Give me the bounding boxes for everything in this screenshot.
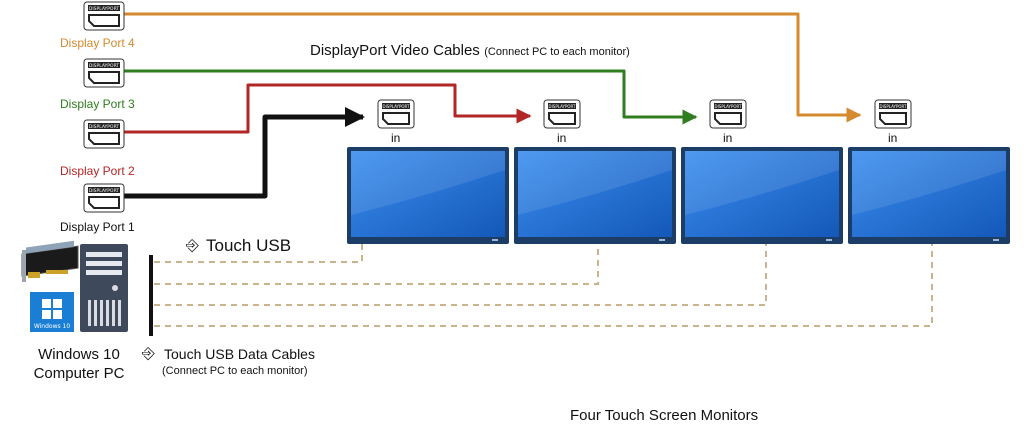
monitor-3-in-label: in: [723, 131, 733, 145]
connector-logo-text: DISPLAYPORT: [89, 63, 120, 69]
monitor-3-input-connector: DISPLAYPORT: [709, 99, 747, 129]
monitor-1-in-label: in: [391, 131, 401, 145]
displayport-connector-1: DISPLAYPORT: [83, 183, 125, 213]
usb-icon: ⎆: [186, 237, 199, 254]
video-cables-title-sub: (Connect PC to each monitor): [484, 46, 630, 58]
pc-label: Windows 10 Computer PC: [24, 345, 134, 383]
video-cable-port-1: [124, 107, 365, 199]
displayport-connector-2: DISPLAYPORT: [83, 119, 125, 149]
pc-label-line-2: Computer PC: [33, 365, 125, 382]
usb-cable-1: [154, 244, 363, 263]
connector-logo-text: DISPLAYPORT: [89, 188, 120, 194]
monitor-input-connectors: DISPLAYPORT DISPLAYPORT DISPLAYPORT DISP…: [377, 99, 912, 129]
monitor-4: [848, 147, 1010, 244]
usb-cable-2: [154, 244, 599, 285]
connector-logo-text: DISPLAYPORT: [880, 104, 907, 109]
monitor-4-in-label: in: [888, 131, 898, 145]
connector-logo-text: DISPLAYPORT: [89, 6, 120, 12]
pc-label-line-1: Windows 10: [38, 346, 120, 363]
video-cables-title-main: DisplayPort Video Cables: [310, 42, 480, 59]
connector-logo-text: DISPLAYPORT: [549, 104, 576, 109]
video-cable-port-4: [124, 12, 862, 123]
video-cables: [124, 12, 862, 199]
connector-logo-text: DISPLAYPORT: [89, 124, 120, 130]
monitor-2-in-label: in: [557, 131, 567, 145]
connector-logo-text: DISPLAYPORT: [715, 104, 742, 109]
port-label-1: Display Port 1: [60, 220, 135, 234]
video-cables-title: DisplayPort Video Cables (Connect PC to …: [310, 42, 630, 60]
usb-data-cables-subtitle: (Connect PC to each monitor): [162, 365, 308, 377]
displayport-connector-4: DISPLAYPORT: [83, 1, 125, 31]
graphics-card-icon: [21, 240, 79, 282]
usb-hub-bar: [149, 255, 153, 336]
monitor-1: [347, 147, 509, 244]
monitor-3: [681, 147, 843, 244]
video-cable-port-3: [124, 69, 698, 125]
port-label-4: Display Port 4: [60, 36, 135, 50]
usb-data-cables-title: Touch USB Data Cables: [164, 346, 315, 362]
windows-logo-icon: Windows 10: [30, 292, 74, 332]
monitor-2-input-connector: DISPLAYPORT: [543, 99, 581, 129]
port-label-3: Display Port 3: [60, 97, 135, 111]
touch-usb-label: Touch USB: [206, 236, 292, 255]
displayport-connector-3: DISPLAYPORT: [83, 58, 125, 88]
video-cable-port-2: [124, 83, 532, 134]
pc-tower-icon: [80, 244, 128, 332]
usb-cable-3: [154, 244, 767, 306]
connector-logo-text: DISPLAYPORT: [383, 104, 410, 109]
svg-text:Windows 10: Windows 10: [34, 323, 71, 330]
usb-cables: [154, 244, 933, 327]
source-connectors: DISPLAYPORT DISPLAYPORT DISPLAYPORT DISP…: [83, 1, 125, 213]
monitor-4-input-connector: DISPLAYPORT: [874, 99, 912, 129]
monitors-caption: Four Touch Screen Monitors: [570, 407, 759, 424]
usb-data-cables-icon: ⎆: [142, 345, 155, 362]
monitor-2: [514, 147, 676, 244]
monitors: [347, 147, 1010, 244]
monitor-1-input-connector: DISPLAYPORT: [377, 99, 415, 129]
port-label-2: Display Port 2: [60, 164, 135, 178]
